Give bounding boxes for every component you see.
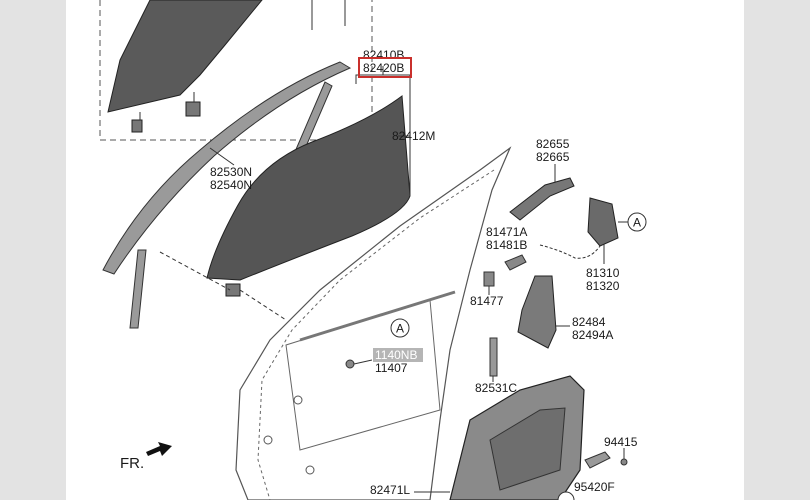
callout-a-circle-latch xyxy=(627,212,647,232)
bracket-81477 xyxy=(483,271,495,287)
door-belt-line xyxy=(299,290,456,342)
upper-glass-clip-right xyxy=(185,101,201,117)
glass-dashed-guide-1 xyxy=(159,251,231,291)
bolt-94415 xyxy=(620,458,628,466)
upper-glass-clip-left xyxy=(131,119,143,133)
highlight-box-82420B xyxy=(358,57,412,78)
label-82655[interactable]: 82655 xyxy=(536,137,570,151)
label-82531C[interactable]: 82531C xyxy=(475,381,517,395)
callout-a-label-door: A xyxy=(396,322,404,336)
label-82471L[interactable]: 82471L xyxy=(370,483,410,497)
module-panel-group xyxy=(414,375,628,500)
callout-a-door: A xyxy=(390,318,410,338)
callout-a-latch: A xyxy=(627,212,647,232)
channel-leader xyxy=(209,147,235,166)
upper-glass-dashed-box xyxy=(99,0,373,141)
front-direction-marker: FR. xyxy=(120,442,172,472)
label-81481B[interactable]: 81481B xyxy=(486,238,527,252)
rear-channel-group xyxy=(489,337,498,382)
label-81320[interactable]: 81320 xyxy=(586,279,620,293)
regulator-rail-group xyxy=(517,275,570,349)
front-arrow-icon xyxy=(146,442,172,456)
outside-handle-group xyxy=(509,164,575,221)
label-82530N[interactable]: 82530N xyxy=(210,165,252,179)
door-panel-outer xyxy=(235,146,512,500)
label-82484[interactable]: 82484 xyxy=(572,315,606,329)
label-1140NB[interactable]: 1140NB xyxy=(375,348,417,362)
left-margin xyxy=(0,0,66,500)
rod-clip-81471A xyxy=(504,254,527,271)
label-81471A[interactable]: 81471A xyxy=(486,225,527,239)
label-bg-1140NB xyxy=(373,348,423,362)
door-panel-window-frame xyxy=(285,299,441,451)
label-95420F[interactable]: 95420F xyxy=(574,480,615,494)
label-82412M[interactable]: 82412M xyxy=(392,129,435,143)
latch-cable xyxy=(539,244,601,259)
run-channel-upper xyxy=(102,61,352,275)
label-94415[interactable]: 94415 xyxy=(604,435,638,449)
label-81477[interactable]: 81477 xyxy=(470,294,504,308)
bracket-95420F xyxy=(584,451,611,469)
module-panel-inner xyxy=(489,407,566,491)
front-glass-group xyxy=(159,66,411,321)
window-regulator-rail xyxy=(517,275,557,349)
door-hole-3 xyxy=(305,465,315,475)
bolt-1140NB xyxy=(345,359,355,369)
glass-dashed-guide-2 xyxy=(239,289,287,321)
door-inner-panel xyxy=(235,146,512,500)
label-82410B[interactable]: 82410B xyxy=(363,48,404,62)
door-panel-inner-dashed xyxy=(257,169,495,500)
upper-window-glass xyxy=(107,0,263,113)
label-82494A[interactable]: 82494A xyxy=(572,328,613,342)
run-channel-lower-bar xyxy=(129,249,147,329)
callout-circle-bottom xyxy=(557,491,575,500)
front-window-glass xyxy=(206,95,411,281)
upper-glass-group xyxy=(99,0,373,141)
rear-lower-channel xyxy=(489,337,498,377)
callout-a-label-latch: A xyxy=(633,216,641,230)
right-margin xyxy=(744,0,810,500)
outside-door-handle xyxy=(509,177,575,221)
label-82665[interactable]: 82665 xyxy=(536,150,570,164)
glass-run-channel xyxy=(102,61,352,329)
label-82420B[interactable]: 82420B xyxy=(363,61,404,75)
front-glass-clip xyxy=(225,283,241,297)
label-82540N[interactable]: 82540N xyxy=(210,178,252,192)
front-label: FR. xyxy=(120,455,144,472)
label-11407[interactable]: 11407 xyxy=(375,361,408,375)
door-hole-2 xyxy=(263,435,273,445)
door-latch-assembly xyxy=(587,197,619,247)
door-hole-1 xyxy=(293,395,303,405)
bracket-81477-group xyxy=(483,271,495,295)
callout-a-circle-door xyxy=(390,318,410,338)
leader-1140NB xyxy=(353,359,373,365)
label-81310[interactable]: 81310 xyxy=(586,266,620,280)
latch-group xyxy=(504,197,628,271)
